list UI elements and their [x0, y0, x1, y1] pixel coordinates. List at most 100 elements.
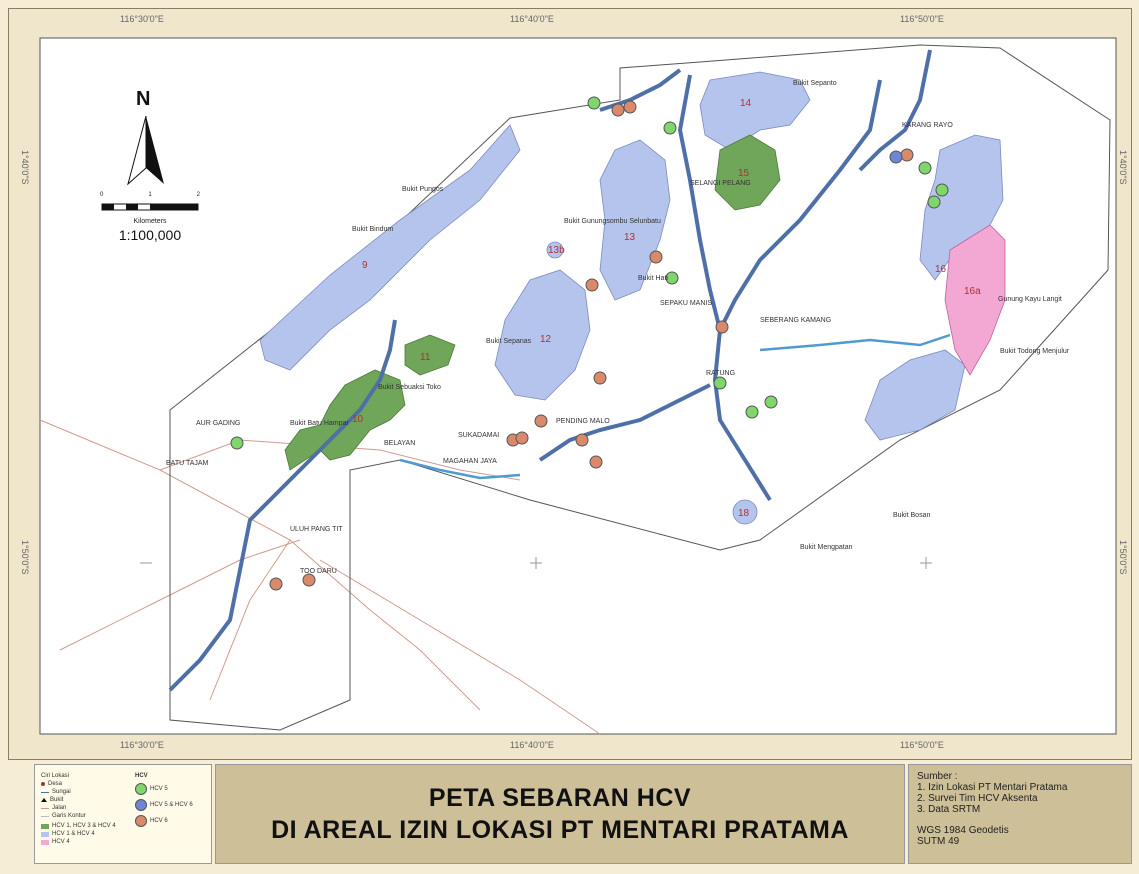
hcv5-6-marker-icon	[135, 799, 147, 811]
place-label: KARANG RAYO	[902, 122, 953, 129]
scale-tick-0: 0	[100, 192, 104, 198]
grat-left-1: 1°40'0"S	[20, 150, 30, 185]
source-box: Sumber : 1. Izin Lokasi PT Mentari Prata…	[908, 764, 1132, 864]
zone-label: 10	[352, 414, 364, 425]
hcv-green-areas	[284, 134, 781, 471]
zone-label: 11	[420, 352, 431, 363]
map-title-line2: DI AREAL IZIN LOKASI PT MENTARI PRATAMA	[271, 816, 849, 844]
legend-item: HCV 4	[52, 839, 70, 845]
place-label: Bukit Sepanto	[793, 80, 837, 87]
hill-symbol-icon	[41, 798, 47, 802]
contour-symbol-icon	[41, 815, 49, 817]
hcv-points	[230, 96, 949, 591]
place-label: Bukit Sebuaksi Toko	[378, 384, 441, 391]
place-label: Bukit Pungos	[402, 186, 444, 193]
legend-item: Jalan	[52, 805, 67, 811]
legend-item: HCV 1 & HCV 4	[52, 831, 95, 837]
map-footer: Ciri Lokasi Desa Sungai Bukit Jalan Gari…	[34, 762, 1132, 866]
zone-label: 13	[624, 232, 636, 243]
hcv-blue-swatch-icon	[41, 831, 49, 837]
graticule-crosses	[140, 557, 932, 569]
grat-top-2: 116°40'0"E	[510, 14, 554, 24]
place-label: ULUH PANG TIT	[290, 526, 343, 533]
source-line: 1. Izin Lokasi PT Mentari Pratama	[917, 782, 1068, 793]
place-label: Bukit Hati	[638, 275, 668, 282]
zone-label: 15	[738, 168, 750, 179]
legend-item: HCV 1, HCV 3 & HCV 4	[52, 823, 116, 829]
place-label: Bukit Todong Menjulur	[1000, 348, 1070, 355]
road-symbol-icon	[41, 807, 49, 809]
place-label: AUR GADING	[196, 420, 241, 427]
zone-label: 18	[738, 508, 750, 519]
grat-top-1: 116°30'0"E	[120, 14, 164, 24]
place-label: Gunung Kayu Langit	[998, 296, 1062, 303]
legend-item: Bukit	[50, 797, 64, 803]
scale-bar: 0 1 2 Kilometers 1:100,000	[100, 192, 200, 243]
legend-item: HCV 6	[150, 818, 168, 824]
rivers	[168, 49, 932, 692]
place-label: SEPAKU MANIS	[660, 300, 712, 307]
scale-tick-1: 1	[148, 192, 152, 198]
map-title-line1: PETA SEBARAN HCV	[428, 784, 692, 812]
grat-right-2: 1°50'0"S	[1118, 540, 1128, 575]
source-heading: Sumber :	[917, 771, 958, 782]
zone-label: 13b	[548, 245, 565, 256]
legend-item: HCV 5	[150, 786, 168, 792]
grat-bottom-2: 116°40'0"E	[510, 740, 554, 750]
place-label: Bukit Sepanas	[486, 338, 532, 345]
river-symbol-icon	[41, 791, 49, 793]
grat-right-1: 1°40'0"S	[1118, 150, 1128, 185]
place-label: Bukit Bindum	[352, 226, 394, 233]
legend-item: Sungai	[52, 789, 71, 795]
grat-left-2: 1°50'0"S	[20, 540, 30, 575]
source-line: 3. Data SRTM	[917, 804, 981, 815]
north-arrow: N	[120, 88, 180, 198]
scale-bar-graphic	[101, 203, 199, 211]
village-symbol-icon	[41, 782, 45, 786]
place-label: SUKADAMAI	[458, 432, 500, 439]
place-label: Bukit Mengpatan	[800, 544, 853, 551]
place-label: RATUNG	[706, 370, 736, 377]
zone-label: 12	[540, 334, 552, 345]
scale-tick-2: 2	[196, 192, 200, 198]
zone-label: 16a	[964, 286, 981, 297]
map-canvas	[39, 37, 1117, 735]
hcv-blue-areas	[259, 71, 1004, 525]
legend-item: Garis Kontur	[52, 813, 86, 819]
place-label: Bukit Batu Hampar	[290, 420, 349, 427]
scale-unit: Kilometers	[133, 218, 167, 225]
hcv-pink-area	[944, 224, 1006, 376]
grat-bottom-1: 116°30'0"E	[120, 740, 164, 750]
place-label: SELANGI PELANG	[690, 180, 751, 187]
legend-item: HCV 5 & HCV 6	[150, 802, 193, 808]
projection-line: SUTM 49	[917, 836, 960, 847]
place-label: TOO DARU	[300, 568, 337, 575]
place-label: BELAYAN	[384, 440, 416, 447]
place-label: MAGAHAN JAYA	[443, 458, 497, 465]
place-label: SEBERANG KAMANG	[760, 317, 832, 324]
grat-bottom-3: 116°50'0"E	[900, 740, 944, 750]
map-title-box: PETA SEBARAN HCV DI AREAL IZIN LOKASI PT…	[215, 764, 905, 864]
concession-boundary	[169, 44, 1111, 731]
legend: Ciri Lokasi Desa Sungai Bukit Jalan Gari…	[34, 764, 212, 864]
hcv-green-swatch-icon	[41, 823, 49, 829]
roads	[39, 419, 601, 735]
legend-title-left: Ciri Lokasi	[41, 773, 70, 779]
place-label: PENDING MALO	[556, 418, 610, 425]
zone-label: 14	[740, 98, 752, 109]
zone-label: 16	[935, 264, 947, 275]
hcv6-marker-icon	[135, 815, 147, 827]
zone-label: 9	[362, 260, 368, 271]
streams	[399, 333, 951, 480]
legend-item: Desa	[48, 781, 63, 787]
grat-top-3: 116°50'0"E	[900, 14, 944, 24]
north-arrow-icon	[127, 116, 164, 186]
place-label: Bukit Bosan	[893, 512, 931, 519]
source-line: 2. Survei Tim HCV Aksenta	[917, 793, 1038, 804]
north-label: N	[136, 88, 151, 110]
scale-ratio: 1:100,000	[118, 227, 182, 243]
hcv5-marker-icon	[135, 783, 147, 795]
projection-line: WGS 1984 Geodetis	[917, 825, 1009, 836]
hcv-pink-swatch-icon	[41, 839, 49, 845]
place-label: Bukit Gunungsombu Selunbatu	[564, 218, 661, 225]
